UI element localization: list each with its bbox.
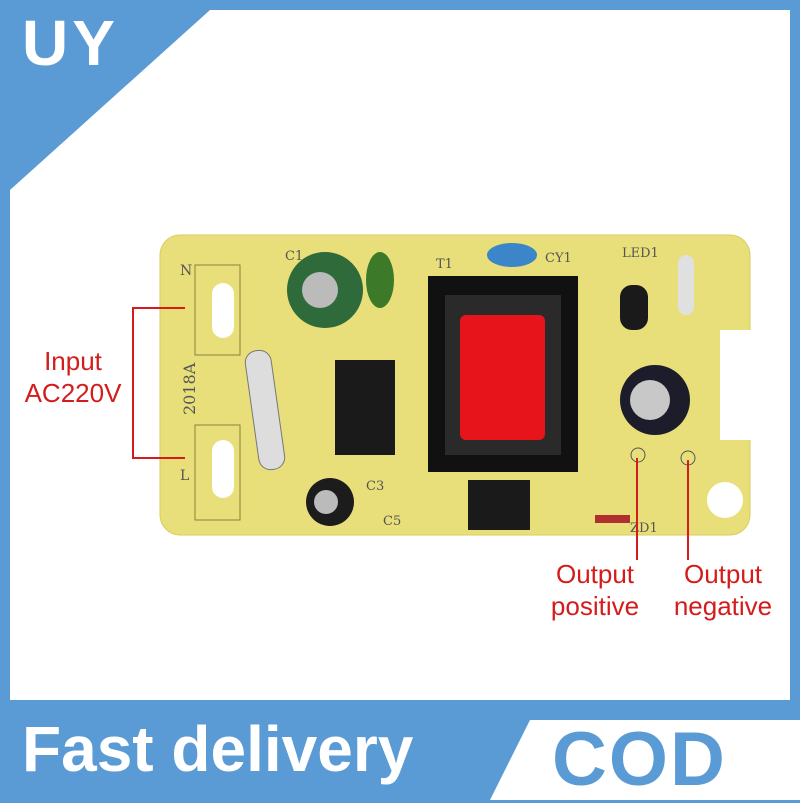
output-positive-label: Output positive	[540, 558, 650, 622]
input-label-line1: Input	[44, 346, 102, 376]
product-image-area: N L 2018A	[10, 10, 790, 700]
capacitor-cy1	[487, 243, 537, 267]
silk-2018a: 2018A	[180, 362, 199, 415]
output-positive-line1: Output	[555, 559, 635, 589]
transformer-coil	[460, 315, 545, 440]
silk-n: N	[180, 263, 192, 279]
svg-text:T1: T1	[436, 257, 453, 272]
svg-text:CY1: CY1	[545, 251, 572, 266]
optocoupler	[468, 480, 530, 530]
svg-text:LED1: LED1	[622, 246, 659, 261]
ic-chip	[335, 360, 395, 455]
output-positive-line2: positive	[550, 591, 640, 621]
output-negative-line2: negative	[673, 591, 773, 621]
resistor	[244, 349, 286, 471]
power-supply-board-photo: N L 2018A	[132, 234, 760, 560]
input-label-line2: AC220V	[24, 378, 122, 408]
svg-text:C1: C1	[285, 249, 303, 264]
cod-banner-bg	[490, 720, 800, 800]
silk-l: L	[180, 468, 189, 484]
svg-text:ZD1: ZD1	[630, 521, 658, 536]
svg-text:C3: C3	[366, 479, 384, 494]
svg-text:C5: C5	[383, 514, 401, 529]
input-callout-line	[132, 307, 185, 459]
output-negative-line1: Output	[683, 559, 763, 589]
input-label: Input AC220V	[8, 345, 138, 409]
brand-logo: UY	[22, 7, 119, 79]
cod-banner: COD	[552, 717, 727, 802]
output-negative-label: Output negative	[662, 558, 784, 622]
fast-delivery-banner: Fast delivery	[22, 713, 414, 785]
